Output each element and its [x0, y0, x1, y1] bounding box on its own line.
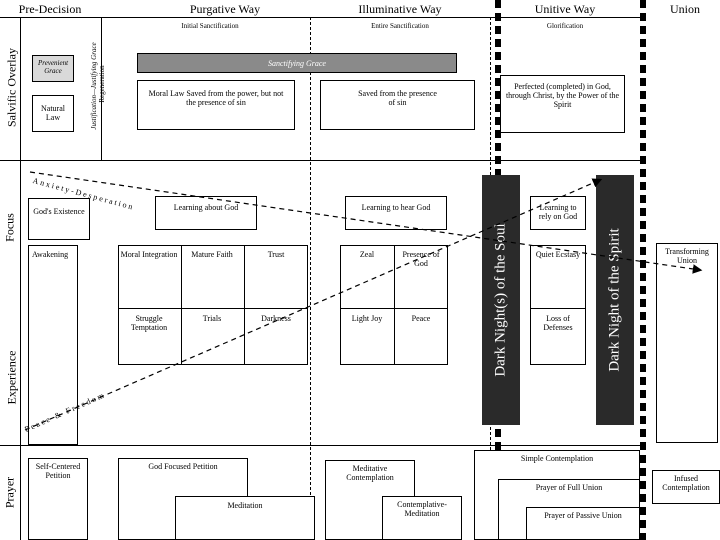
anxiety-desperation-arrow: [29, 171, 703, 274]
illuminative-grid-v: [394, 245, 395, 365]
learning-rely-god-box: Learning to rely on God: [530, 196, 586, 230]
trials-cell: Trials: [202, 314, 222, 323]
header-union: Union: [670, 2, 700, 16]
contemplative-meditation-box: Contemplative-Meditation: [382, 496, 462, 540]
saved-presence-label: Saved from the presence of sin: [358, 89, 437, 108]
prayer-full-union-label: Prayer of Full Union: [535, 483, 603, 492]
subheader-glorification: Glorification: [546, 22, 584, 30]
experience-bottom-rule: [0, 445, 640, 446]
trust-cell: Trust: [267, 250, 285, 259]
column-divider-2: [101, 17, 102, 160]
column-divider-3: [310, 17, 311, 540]
learning-about-god-label: Learning about God: [173, 203, 239, 212]
zeal-cell: Zeal: [359, 250, 375, 259]
simple-contemplation-label: Simple Contemplation: [520, 454, 594, 463]
learning-hear-god-box: Learning to hear God: [345, 196, 447, 230]
learning-about-god-box: Learning about God: [155, 196, 257, 230]
darkness-cell: Darkness: [261, 314, 291, 323]
purgative-grid-h: [118, 308, 308, 309]
header-purgative-way: Purgative Way: [189, 2, 261, 16]
union-divider: [640, 0, 646, 540]
header-illuminative-way: Illuminative Way: [358, 2, 442, 16]
header-pre-decision: Pre-Decision: [18, 2, 82, 16]
prevenient-grace-box: Prevenient Grace: [32, 55, 74, 82]
natural-law-label: Natural Law: [41, 104, 65, 123]
illuminative-grid-h: [340, 308, 448, 309]
sanctifying-grace-label: Sanctifying Grace: [268, 59, 326, 68]
prayer-passive-union-box: Prayer of Passive Union: [526, 507, 640, 540]
transforming-union-label: Transforming Union: [665, 247, 709, 266]
contemplative-meditation-label: Contemplative-Meditation: [397, 500, 447, 519]
moral-law-label: Moral Law Saved from the power, but not …: [148, 89, 284, 108]
perfected-label: Perfected (completed) in God, through Ch…: [505, 82, 620, 110]
light-joy-cell: Light Joy: [351, 314, 383, 323]
prayer-passive-union-label: Prayer of Passive Union: [544, 511, 622, 520]
infused-contemplation-label: Infused Contemplation: [662, 474, 710, 493]
awakening-box: Awakening: [28, 245, 78, 445]
learning-rely-god-label: Learning to rely on God: [538, 203, 578, 222]
gods-existence-label: God's Existence: [33, 207, 85, 216]
self-centered-petition-label: Self-Centered Petition: [35, 462, 81, 481]
subheader-initial-sanctification: Initial Sanctification: [181, 22, 239, 30]
moral-integration-cell: Moral Integration: [120, 250, 178, 259]
transforming-union-box: Transforming Union: [656, 243, 718, 443]
natural-law-box: Natural Law: [32, 95, 74, 132]
moral-law-box: Moral Law Saved from the power, but not …: [137, 80, 295, 130]
unitive-experience-grid: [530, 245, 586, 365]
purgative-experience-grid: [118, 245, 308, 365]
peace-cell: Peace: [411, 314, 431, 323]
purgative-grid-v2: [244, 245, 245, 365]
loss-of-defenses-cell: Loss of Defenses: [543, 314, 573, 333]
purgative-grid-v1: [181, 245, 182, 365]
mature-faith-cell: Mature Faith: [191, 250, 233, 259]
quiet-ecstasy-cell: Quiet Ecstasy: [535, 250, 581, 259]
subheader-entire-sanctification: Entire Sanctification: [371, 22, 429, 30]
peace-freedom-arrow: [24, 178, 603, 431]
top-rule: [0, 17, 640, 18]
struggle-temptation-cell: Struggle Temptation: [130, 314, 168, 333]
salvific-bottom-rule: [0, 160, 640, 161]
dark-night-soul-bar: Dark Night(s) of the Soul: [482, 175, 520, 425]
prevenient-grace-label: Prevenient Grace: [37, 59, 69, 76]
god-focused-petition-label: God Focused Petition: [148, 462, 218, 471]
self-centered-petition-box: Self-Centered Petition: [28, 458, 88, 540]
infused-contemplation-box: Infused Contemplation: [652, 470, 720, 504]
perfected-box: Perfected (completed) in God, through Ch…: [500, 75, 625, 133]
dark-night-spirit-bar: Dark Night of the Spirit: [596, 175, 634, 425]
learning-hear-god-label: Learning to hear God: [361, 203, 431, 212]
unitive-grid-h: [530, 308, 586, 309]
meditation-label: Meditation: [227, 501, 263, 510]
awakening-label: Awakening: [32, 250, 69, 259]
column-divider-1: [20, 17, 21, 540]
meditation-box: Meditation: [175, 496, 315, 540]
presence-of-god-cell: Presence of God: [402, 250, 440, 269]
saved-presence-box: Saved from the presence of sin: [320, 80, 475, 130]
header-unitive-way: Unitive Way: [534, 2, 596, 16]
meditative-contemplation-label: Meditative Contemplation: [346, 464, 394, 483]
sanctifying-grace-bar: Sanctifying Grace: [137, 53, 457, 73]
gods-existence-box: God's Existence: [28, 198, 90, 240]
